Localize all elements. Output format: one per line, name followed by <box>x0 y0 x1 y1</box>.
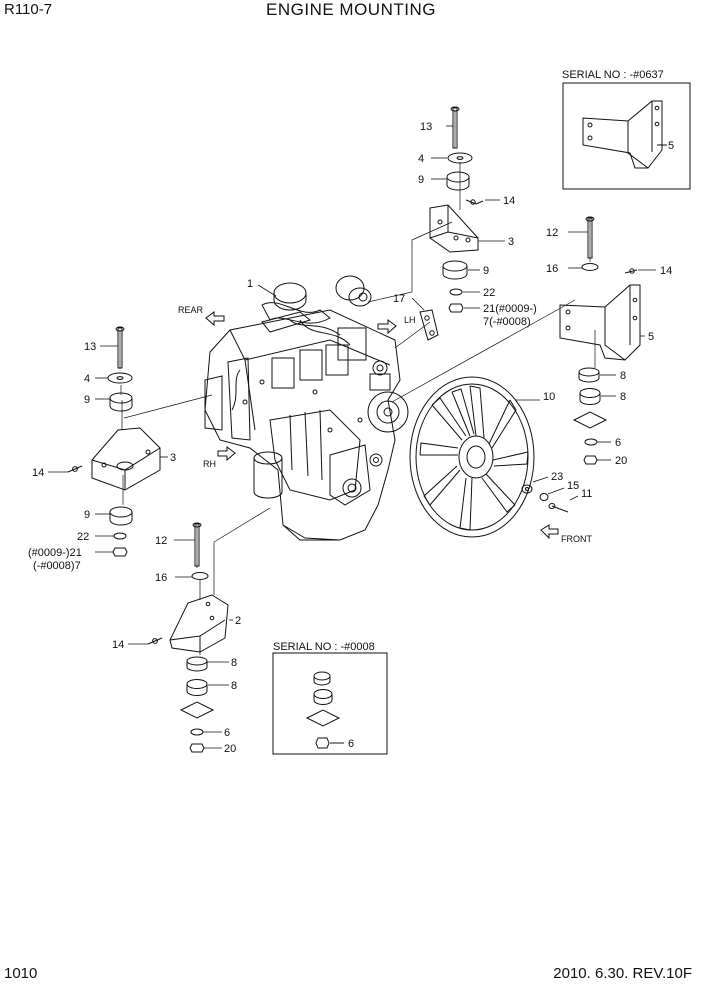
callout-14: 14 <box>32 467 44 479</box>
callout-13: 13 <box>420 121 432 133</box>
direction-labels: REAR LH RH FRONT <box>178 305 592 544</box>
direction-arrows <box>205 311 559 540</box>
callout-labels: 1 13 4 9 14 3 9 22 21(#0009-) 7(-#0008) … <box>28 121 672 755</box>
callout-6: 6 <box>224 727 230 739</box>
callout-15: 15 <box>567 480 579 492</box>
callout-23: 23 <box>551 471 563 483</box>
callout-14: 14 <box>660 265 672 277</box>
callout-12: 12 <box>546 227 558 239</box>
callout-14: 14 <box>503 195 515 207</box>
inset-serial-0637: SERIAL NO : -#0637 5 <box>562 69 691 190</box>
lh-arrow-icon <box>377 319 397 335</box>
callout-22: 22 <box>483 287 495 299</box>
mount-stack-right-top <box>429 106 484 313</box>
page-title: ENGINE MOUNTING <box>266 0 436 19</box>
callout-20: 20 <box>224 743 236 755</box>
callout-14: 14 <box>112 639 124 651</box>
cooling-fan <box>409 376 535 538</box>
callout-20: 20 <box>615 455 627 467</box>
callout-16: 16 <box>155 572 167 584</box>
callout-10: 10 <box>543 391 555 403</box>
callout-5: 5 <box>648 331 654 343</box>
label-front: FRONT <box>561 534 592 544</box>
mount-stack-left <box>67 326 161 557</box>
callout-16: 16 <box>546 263 558 275</box>
rh-arrow-icon <box>217 446 236 462</box>
callout-3: 3 <box>170 452 176 464</box>
inset-0008-part-6: 6 <box>348 738 354 750</box>
model-code: R110-7 <box>4 1 53 18</box>
callout-21: 21(#0009-) <box>483 303 537 315</box>
callout-8: 8 <box>231 657 237 669</box>
callout-9: 9 <box>84 394 90 406</box>
callout-4: 4 <box>84 373 90 385</box>
leader-lines <box>48 125 656 749</box>
callout-17: 17 <box>393 293 405 305</box>
callout-22: 22 <box>77 531 89 543</box>
callout-2: 2 <box>235 615 241 627</box>
label-rh: RH <box>203 459 216 469</box>
callout-9: 9 <box>418 174 424 186</box>
inset-0008-title: SERIAL NO : -#0008 <box>273 641 375 653</box>
callout-7: 7(-#0008) <box>483 316 531 328</box>
rear-arrow-icon <box>205 311 225 327</box>
callout-21: (#0009-)21 <box>28 547 82 559</box>
assembly-lines <box>119 110 596 655</box>
fan-hardware <box>419 309 569 513</box>
inset-0637-title: SERIAL NO : -#0637 <box>562 69 664 81</box>
callout-6: 6 <box>615 437 621 449</box>
callout-9: 9 <box>483 265 489 277</box>
callout-4: 4 <box>418 153 424 165</box>
callout-12: 12 <box>155 535 167 547</box>
inset-bracket-5 <box>582 100 667 169</box>
mount-stack-right <box>559 216 641 465</box>
mount-stack-bottom <box>147 522 229 753</box>
callout-8: 8 <box>620 391 626 403</box>
callout-13: 13 <box>84 341 96 353</box>
callout-7: (-#0008)7 <box>33 560 81 572</box>
callout-8: 8 <box>231 680 237 692</box>
callout-11: 11 <box>581 488 592 500</box>
callout-3: 3 <box>508 236 514 248</box>
label-lh: LH <box>404 315 416 325</box>
page-number: 1010 <box>4 965 38 982</box>
callout-1: 1 <box>247 278 253 290</box>
revision-date: 2010. 6.30. REV.10F <box>553 965 692 982</box>
label-rear: REAR <box>178 305 204 315</box>
engine-assembly <box>204 275 409 541</box>
callout-9: 9 <box>84 509 90 521</box>
inset-serial-0008: SERIAL NO : -#0008 6 <box>272 641 388 755</box>
front-arrow-icon <box>540 524 559 540</box>
callout-8: 8 <box>620 370 626 382</box>
inset-0637-part-5: 5 <box>668 140 674 152</box>
